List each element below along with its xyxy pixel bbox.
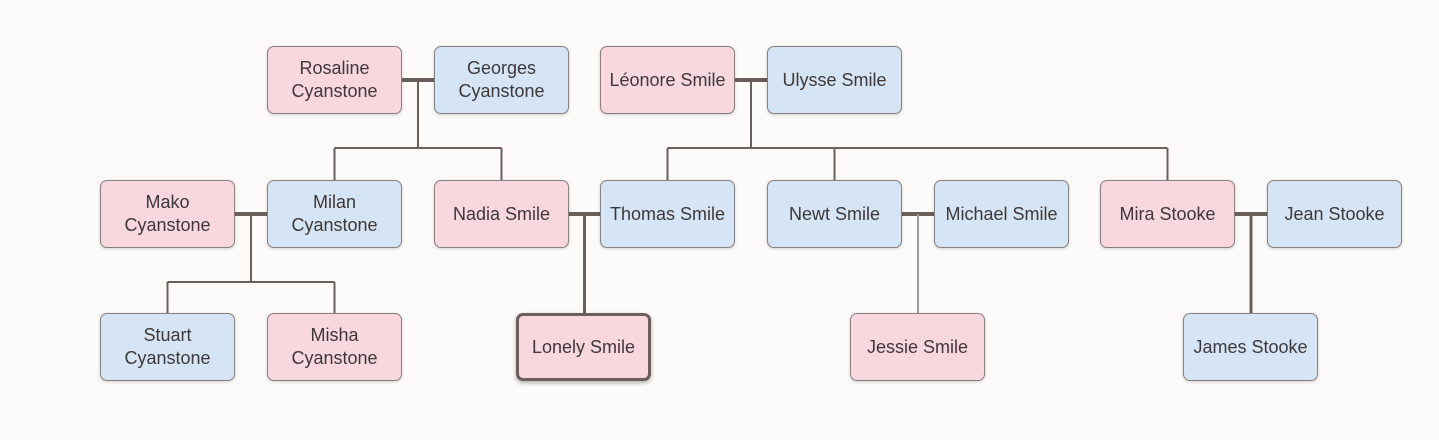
person-name: Michael Smile (945, 203, 1058, 224)
person-rosaline-cyanstone[interactable]: Rosaline Cyanstone (267, 46, 402, 114)
person-name: Milan Cyanstone (291, 192, 378, 235)
person-name: Misha Cyanstone (291, 325, 378, 368)
person-name: James Stooke (1193, 336, 1308, 357)
person-jean-stooke[interactable]: Jean Stooke (1267, 180, 1402, 248)
person-name: Mira Stooke (1119, 203, 1216, 224)
person-james-stooke[interactable]: James Stooke (1183, 313, 1318, 381)
person-michael-smile[interactable]: Michael Smile (934, 180, 1069, 248)
person-name: Jean Stooke (1284, 203, 1385, 224)
person-mako-cyanstone[interactable]: Mako Cyanstone (100, 180, 235, 248)
person-stuart-cyanstone[interactable]: Stuart Cyanstone (100, 313, 235, 381)
person-name: Thomas Smile (609, 203, 726, 224)
person-name: Jessie Smile (866, 336, 969, 357)
person-name: Ulysse Smile (782, 69, 887, 90)
person-name: Georges Cyanstone (458, 58, 545, 101)
person-milan-cyanstone[interactable]: Milan Cyanstone (267, 180, 402, 248)
person-nadia-smile[interactable]: Nadia Smile (434, 180, 569, 248)
person-leonore-smile[interactable]: Léonore Smile (600, 46, 735, 114)
person-jessie-smile[interactable]: Jessie Smile (850, 313, 985, 381)
person-name: Mako Cyanstone (124, 192, 211, 235)
person-lonely-smile[interactable]: Lonely Smile (516, 313, 651, 381)
person-georges-cyanstone[interactable]: Georges Cyanstone (434, 46, 569, 114)
person-name: Stuart Cyanstone (124, 325, 211, 368)
person-name: Rosaline Cyanstone (291, 58, 378, 101)
person-name: Léonore Smile (609, 69, 726, 90)
person-mira-stooke[interactable]: Mira Stooke (1100, 180, 1235, 248)
person-name: Nadia Smile (452, 203, 551, 224)
person-name: Newt Smile (788, 203, 881, 224)
person-misha-cyanstone[interactable]: Misha Cyanstone (267, 313, 402, 381)
person-thomas-smile[interactable]: Thomas Smile (600, 180, 735, 248)
person-name: Lonely Smile (531, 336, 636, 357)
person-ulysse-smile[interactable]: Ulysse Smile (767, 46, 902, 114)
person-newt-smile[interactable]: Newt Smile (767, 180, 902, 248)
